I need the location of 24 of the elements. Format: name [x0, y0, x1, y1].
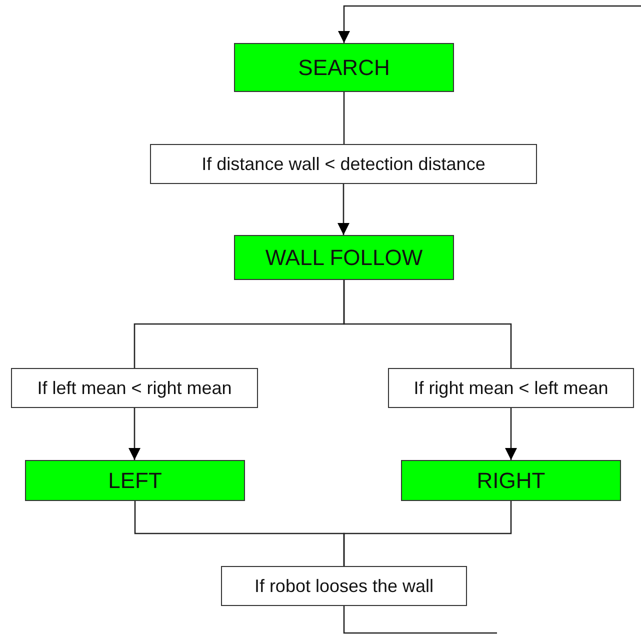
- arrow: [338, 5, 641, 43]
- node-text: If left mean < right mean: [37, 378, 232, 398]
- node-text: If right mean < left mean: [414, 378, 608, 398]
- condition-box: [11, 368, 258, 408]
- condition-box: [388, 368, 634, 408]
- node-text: WALL FOLLOW: [265, 244, 423, 270]
- arrow: [338, 184, 350, 235]
- node-text: LEFT: [108, 468, 162, 494]
- state-box: [234, 43, 454, 92]
- node-text: RIGHT: [476, 468, 546, 494]
- state-box: [234, 235, 454, 280]
- node-text: SEARCH: [298, 54, 390, 80]
- connector-line: [343, 92, 345, 144]
- condition-box: [221, 566, 467, 606]
- state-box: [401, 460, 621, 501]
- arrow: [505, 408, 517, 460]
- connector-line: [343, 501, 512, 566]
- condition-box: [150, 144, 537, 184]
- connector-line: [343, 606, 497, 634]
- state-box: [25, 460, 245, 501]
- arrow: [128, 408, 140, 460]
- node-text: If distance wall < detection distance: [202, 154, 486, 174]
- node-text: If robot looses the wall: [254, 576, 434, 596]
- connector-line: [343, 280, 512, 368]
